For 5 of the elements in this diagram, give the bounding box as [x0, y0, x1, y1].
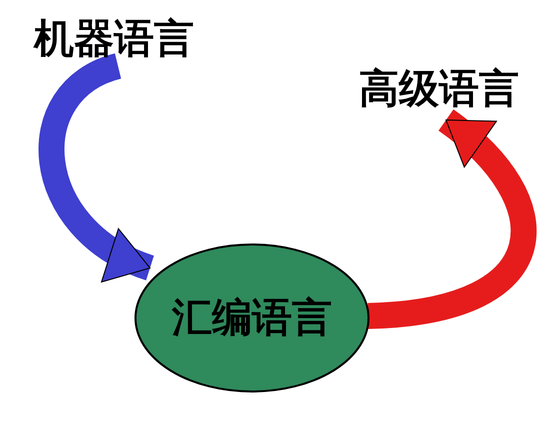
node-label: 汇编语言 — [172, 296, 332, 340]
node-label: 机器语言 — [34, 17, 194, 61]
node-label: 高级语言 — [359, 67, 519, 111]
curved-arrow — [367, 110, 536, 329]
curved-arrow — [38, 54, 155, 280]
